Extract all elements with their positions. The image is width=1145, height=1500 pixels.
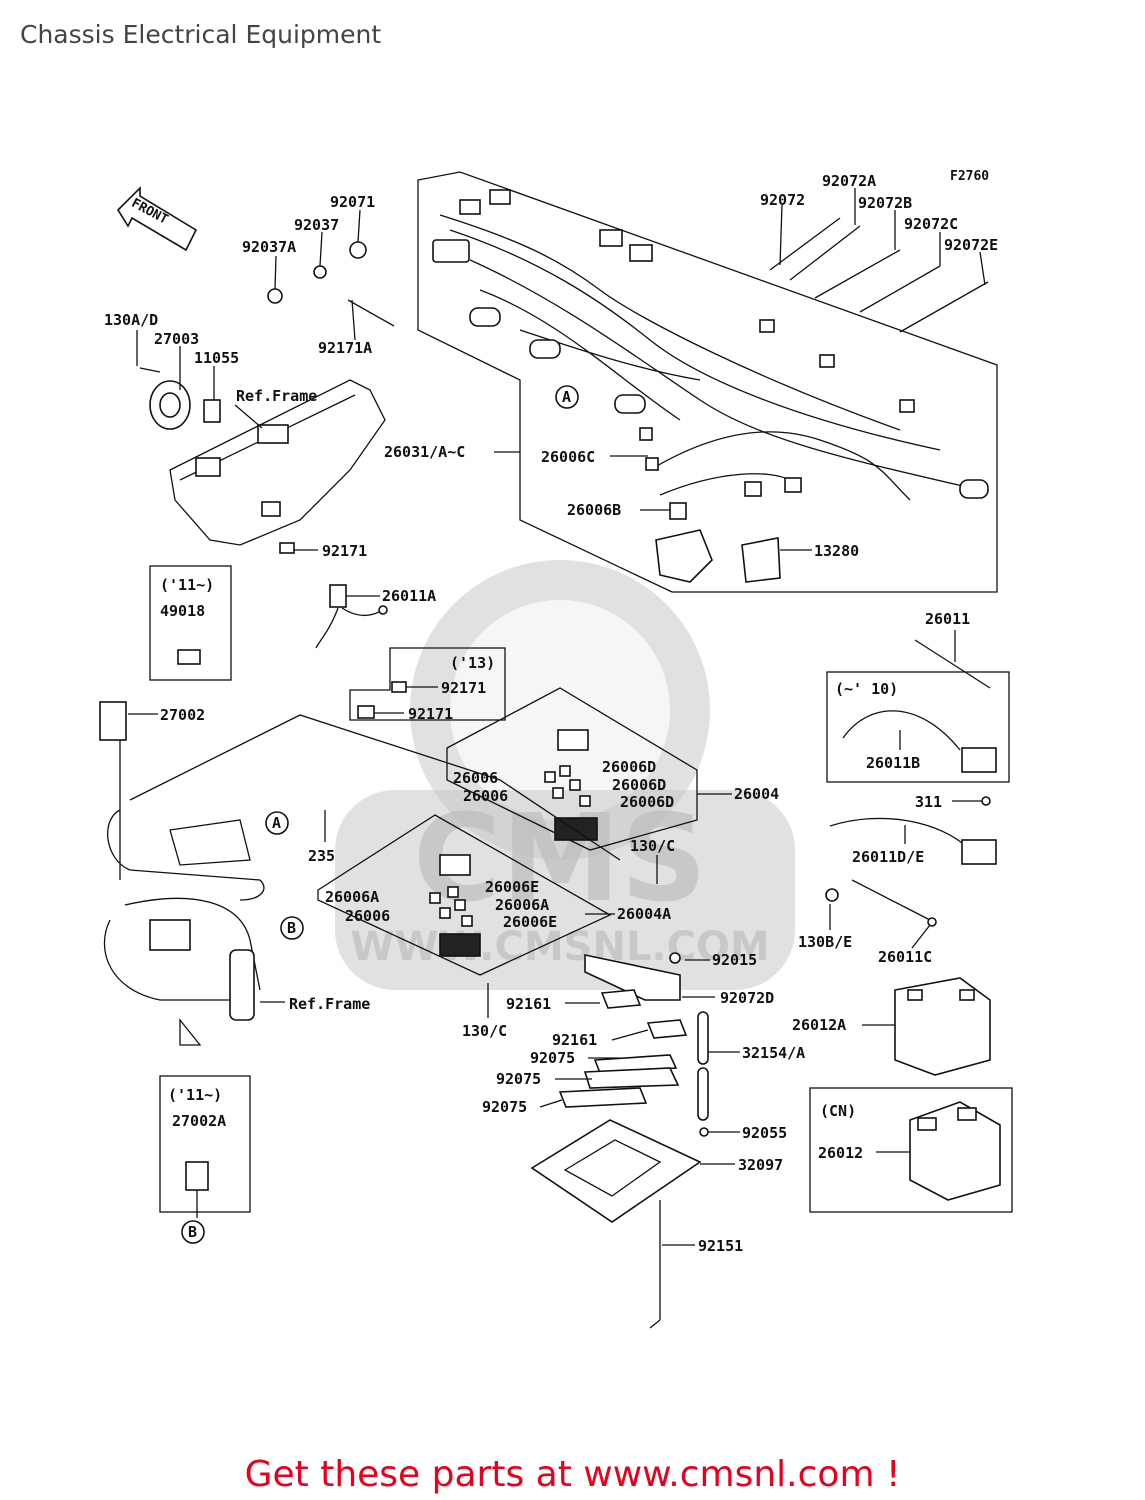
label-92037: 92037: [294, 216, 339, 234]
label-27003: 27003: [154, 330, 199, 348]
fuse-box-26004a: [317, 814, 612, 976]
label-26012a: 26012A: [792, 1016, 846, 1034]
box-27002a-year: ('11~): [168, 1086, 222, 1104]
battery-holder: [530, 952, 709, 1329]
box-10-year: (~' 10): [835, 680, 898, 698]
upper-frame: [169, 379, 386, 554]
label-26006d-3: 26006D: [620, 793, 674, 811]
box-cn: (CN): [809, 1087, 1013, 1213]
label-92171-2: 92171: [441, 679, 486, 697]
label-92171-3: 92171: [408, 705, 453, 723]
label-27002a: 27002A: [172, 1112, 226, 1130]
lower-frame: [103, 714, 621, 1046]
leader-lines: [128, 188, 986, 1246]
label-ref-frame-2: Ref.Frame: [289, 995, 370, 1013]
main-wiring-harness: [432, 189, 989, 583]
label-49018: 49018: [160, 602, 205, 620]
label-92171-1: 92171: [322, 542, 367, 560]
callout-a-1: A: [562, 388, 571, 406]
label-92161-1: 92161: [506, 995, 551, 1013]
label-92071: 92071: [330, 193, 375, 211]
cable-ties: [769, 217, 989, 333]
label-26006c: 26006C: [541, 448, 595, 466]
label-92072a: 92072A: [822, 172, 876, 190]
label-92037a: 92037A: [242, 238, 296, 256]
label-92015: 92015: [712, 951, 757, 969]
box-10: (~' 10): [826, 671, 1010, 783]
label-26011c: 26011C: [878, 948, 932, 966]
label-26006b: 26006B: [567, 501, 621, 519]
label-26011b: 26011B: [866, 754, 920, 772]
box-49018: ('11~): [149, 565, 232, 681]
label-26006e-2: 26006E: [503, 913, 557, 931]
label-26004a: 26004A: [617, 905, 671, 923]
label-130a-d: 130A/D: [104, 311, 158, 329]
label-92075-2: 92075: [496, 1070, 541, 1088]
label-92151: 92151: [698, 1237, 743, 1255]
label-92072b: 92072B: [858, 194, 912, 212]
label-311: 311: [915, 793, 942, 811]
battery-26012a: [894, 977, 991, 1076]
callout-a-2: A: [272, 814, 281, 832]
label-26004: 26004: [734, 785, 779, 803]
label-92072e: 92072E: [944, 236, 998, 254]
label-26006-3: 26006: [345, 907, 390, 925]
label-26006d-2: 26006D: [612, 776, 666, 794]
label-26006-1: 26006: [453, 769, 498, 787]
label-26011: 26011: [925, 610, 970, 628]
label-26006-2: 26006: [463, 787, 508, 805]
label-92072: 92072: [760, 191, 805, 209]
label-92171a: 92171A: [318, 339, 372, 357]
promo-link[interactable]: Get these parts at www.cmsnl.com !: [244, 1454, 901, 1495]
label-ref-frame-1: Ref.Frame: [236, 387, 317, 405]
label-13280: 13280: [814, 542, 859, 560]
part-labels: 92071 92037 92037A 92171A 130A/D 27003 1…: [104, 172, 998, 1255]
horn: [149, 380, 221, 430]
page-title: Chassis Electrical Equipment: [20, 20, 382, 49]
label-26006a-2: 26006A: [495, 896, 549, 914]
label-92075-3: 92075: [482, 1098, 527, 1116]
label-92072c: 92072C: [904, 215, 958, 233]
lead-26011a: [315, 584, 388, 649]
watermark-url: WWW.CMSNL.COM: [350, 924, 770, 970]
callout-markers: A A B B: [181, 385, 579, 1244]
figure-code: F2760: [950, 169, 989, 184]
callout-b-1: B: [287, 919, 296, 937]
label-92075-1: 92075: [530, 1049, 575, 1067]
label-26006a-1: 26006A: [325, 888, 379, 906]
label-92161-2: 92161: [552, 1031, 597, 1049]
box-cn-label: (CN): [820, 1102, 856, 1120]
box-27002a: ('11~): [159, 1075, 251, 1218]
front-arrow-icon: FRONT: [116, 186, 198, 252]
box-13-year: ('13): [450, 654, 495, 672]
label-27002: 27002: [160, 706, 205, 724]
label-26006e-1: 26006E: [485, 878, 539, 896]
label-26031: 26031/A~C: [384, 443, 465, 461]
label-130-c-2: 130/C: [462, 1022, 507, 1040]
box-49018-year: ('11~): [160, 576, 214, 594]
label-26006d-1: 26006D: [602, 758, 656, 776]
label-11055: 11055: [194, 349, 239, 367]
label-32154-a: 32154/A: [742, 1044, 805, 1062]
label-92055: 92055: [742, 1124, 787, 1142]
label-32097: 32097: [738, 1156, 783, 1174]
callout-b-2: B: [188, 1223, 197, 1241]
label-130-c-1: 130/C: [630, 837, 675, 855]
label-26012: 26012: [818, 1144, 863, 1162]
harness-frame: [417, 171, 998, 593]
label-92072d: 92072D: [720, 989, 774, 1007]
label-26011a: 26011A: [382, 587, 436, 605]
label-130b-e: 130B/E: [798, 933, 852, 951]
label-26011d-e: 26011D/E: [852, 848, 924, 866]
label-235: 235: [308, 847, 335, 865]
